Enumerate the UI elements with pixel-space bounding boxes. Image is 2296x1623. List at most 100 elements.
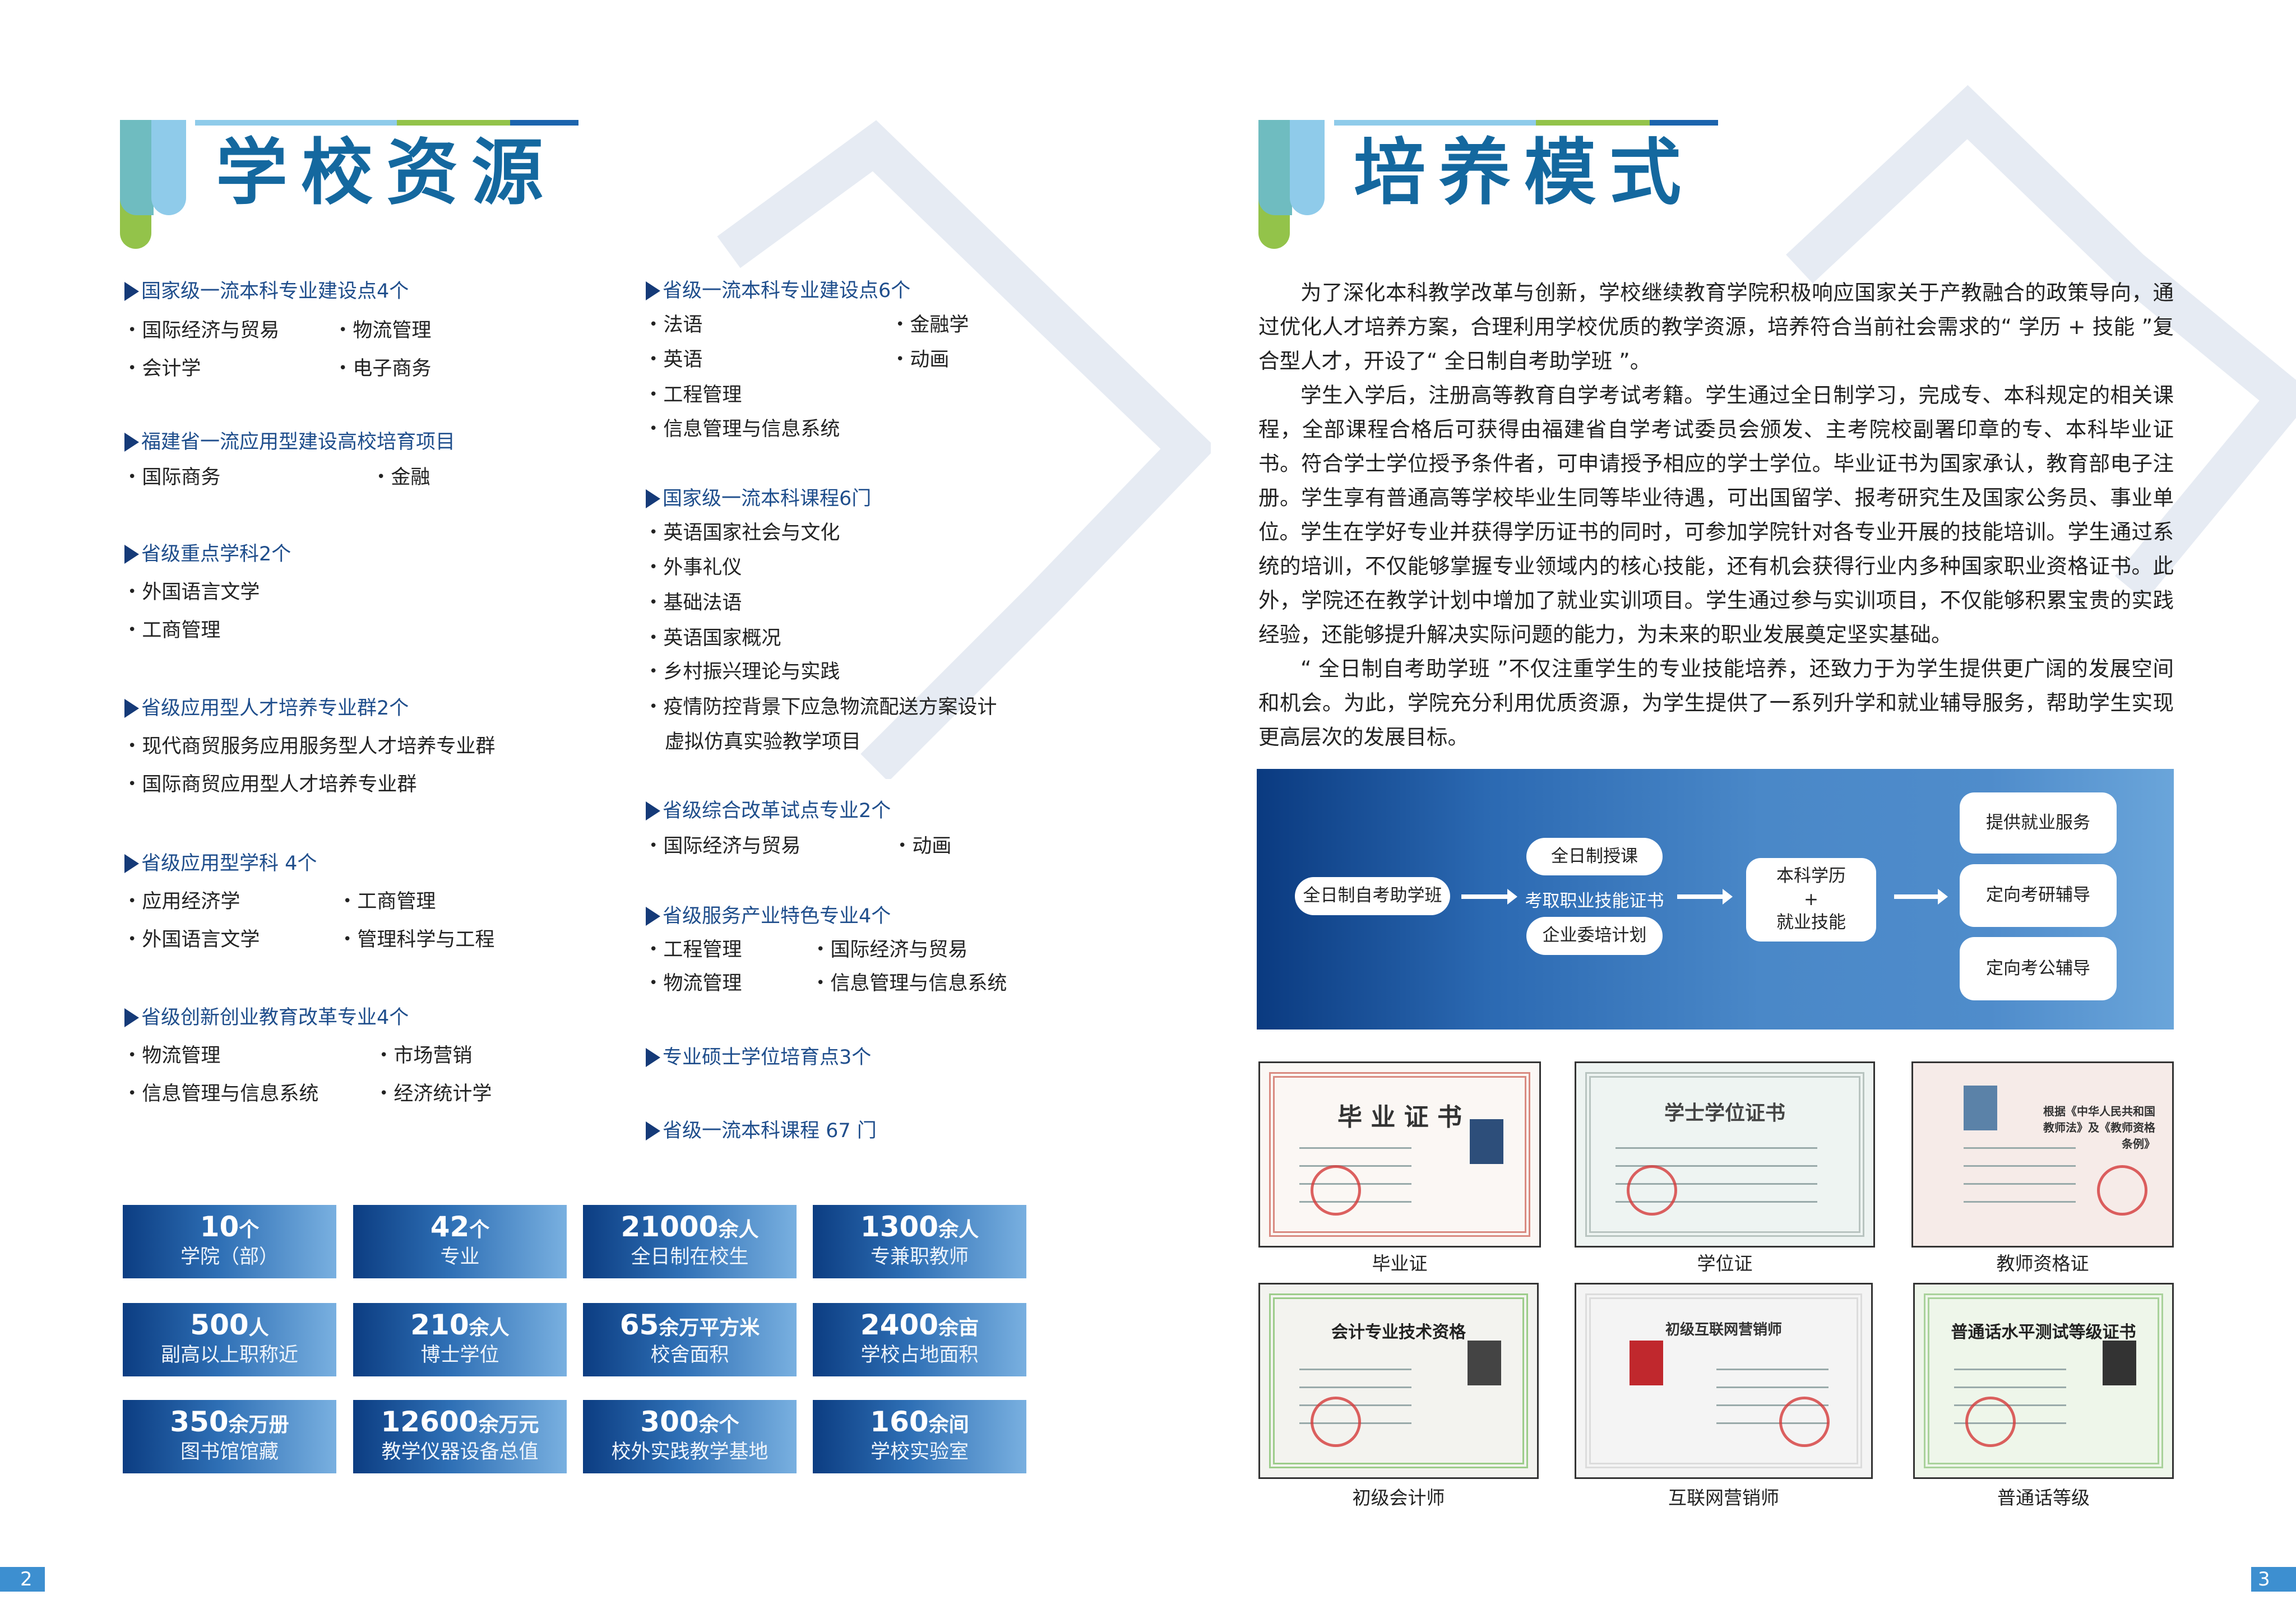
- header-accent-line: [1334, 120, 1718, 126]
- header-accent-bar: [1258, 120, 1325, 249]
- list-item: 管理科学与工程: [343, 930, 494, 950]
- stat-card: 300余个校外实践教学基地: [583, 1400, 797, 1473]
- photo-placeholder: [1470, 1119, 1503, 1164]
- stat-card: 12600余万元教学仪器设备总值: [353, 1400, 567, 1473]
- seal-icon: [1779, 1397, 1830, 1447]
- section-heading: 国家级一流本科专业建设点4个: [124, 282, 409, 302]
- result-degree: 本科学历: [1776, 865, 1846, 886]
- stat-value: 350余万册: [123, 1408, 336, 1436]
- stat-number: 21000: [621, 1211, 719, 1243]
- list-item: 物流管理: [649, 974, 742, 994]
- body-paragraph: 学生入学后，注册高等教育自学考试考籍。学生通过全日制学习，完成专、本科规定的相关…: [1258, 383, 2174, 544]
- certificate-text-line: [1615, 1147, 1817, 1149]
- flow-node-start: 全日制自考助学班: [1295, 877, 1450, 915]
- list-item: 动画: [898, 837, 951, 856]
- stat-number: 10: [200, 1211, 239, 1243]
- photo-placeholder: [1468, 1341, 1501, 1385]
- stat-card: 1300余人专兼职教师: [813, 1205, 1026, 1278]
- flow-node-fulltime: 全日制授课: [1526, 838, 1663, 875]
- arrow-icon: [1677, 889, 1733, 905]
- stat-unit: 余万册: [228, 1413, 289, 1436]
- list-item: 会计学: [128, 359, 201, 379]
- stat-number: 65: [619, 1309, 659, 1341]
- stat-number: 210: [410, 1309, 469, 1341]
- training-flow-diagram: 全日制自考助学班 全日制授课 考取职业技能证书 企业委培计划 本科学历 + 就业…: [1257, 769, 2174, 1030]
- list-item: 应用经济学: [128, 892, 240, 912]
- stat-number: 12600: [381, 1406, 479, 1438]
- list-item: 国际经济与贸易: [649, 837, 800, 856]
- list-item: 国际商务: [128, 468, 220, 488]
- stat-unit: 余人: [469, 1316, 510, 1339]
- list-item: 外国语言文学: [128, 930, 260, 950]
- certificate-title: 普通话水平测试等级证书: [1951, 1323, 2136, 1342]
- stat-card: 350余万册图书馆馆藏: [123, 1400, 336, 1473]
- result-plus: +: [1804, 889, 1818, 910]
- section-heading: 省级重点学科2个: [124, 545, 291, 564]
- list-item: 现代商贸服务应用服务型人才培养专业群: [128, 737, 495, 757]
- stat-number: 350: [170, 1406, 229, 1438]
- stat-card: 21000余人全日制在校生: [583, 1205, 797, 1278]
- header-accent-line: [195, 120, 578, 126]
- certificate-border: [1924, 1293, 2163, 1468]
- list-item: 工程管理: [649, 386, 742, 405]
- certificate-border: [1585, 1293, 1862, 1468]
- list-item: 物流管理: [339, 321, 431, 341]
- certificate-text-line: [1954, 1386, 2066, 1388]
- body-paragraph: “ 全日制自考助学班 ”不仅注重学生的专业技能培养，还致力于为学生提供更广阔的发…: [1258, 656, 2174, 749]
- list-item: 工商管理: [343, 892, 436, 912]
- certificate-text-line: [1615, 1201, 1817, 1203]
- list-item: 英语国家社会与文化: [649, 523, 840, 543]
- section-heading: 省级一流本科专业建设点6个: [646, 281, 910, 301]
- stat-value: 21000余人: [583, 1213, 797, 1241]
- section-heading: 专业硕士学位培育点3个: [646, 1048, 871, 1068]
- seal-icon: [1965, 1397, 2016, 1447]
- certificate-text-line: [1964, 1147, 2076, 1149]
- flow-outcome-postgraduate: 定向考研辅导: [1960, 864, 2117, 927]
- list-item: 信息管理与信息系统: [816, 974, 1007, 994]
- seal-icon: [2097, 1165, 2147, 1216]
- stat-unit: 余人: [718, 1218, 759, 1241]
- flow-outcome-employment: 提供就业服务: [1960, 792, 2117, 854]
- section-heading: 省级服务产业特色专业4个: [646, 907, 891, 926]
- list-item: 国际商贸应用型人才培养专业群: [128, 775, 416, 795]
- stat-label: 图书馆馆藏: [180, 1441, 279, 1463]
- list-item: 工程管理: [649, 940, 742, 960]
- section-heading: 省级创新创业教育改革专业4个: [124, 1008, 409, 1028]
- list-item-continuation: 虚拟仿真实验教学项目: [665, 731, 862, 753]
- list-item: 金融学: [896, 316, 969, 335]
- list-item: 外国语言文学: [128, 583, 260, 602]
- certificate-image: 会计专业技术资格: [1258, 1283, 1539, 1479]
- arrow-icon: [1894, 889, 1948, 905]
- flow-outcome-civil-service: 定向考公辅导: [1960, 937, 2117, 1000]
- certificate-border: [1269, 1293, 1528, 1468]
- certificate-border: [1269, 1072, 1530, 1237]
- section-heading: 福建省一流应用型建设高校培育项目: [124, 433, 455, 452]
- list-item: 基础法语: [649, 593, 742, 613]
- certificate-image: 毕 业 证 书: [1258, 1061, 1541, 1248]
- flow-node-result: 本科学历 + 就业技能: [1746, 858, 1876, 942]
- list-item: 工商管理: [128, 621, 220, 641]
- stat-unit: 余万元: [478, 1413, 539, 1436]
- certificate-label: 学位证: [1697, 1253, 1753, 1274]
- page-title: 学校资源: [216, 131, 557, 215]
- result-skill: 就业技能: [1776, 912, 1846, 933]
- photo-placeholder: [2103, 1341, 2136, 1385]
- certificate-text-line: [1716, 1422, 1829, 1424]
- seal-icon: [1627, 1165, 1677, 1216]
- photo-placeholder: [1630, 1341, 1663, 1385]
- certificate-label: 毕业证: [1372, 1253, 1428, 1274]
- decorative-chevron-right: [1786, 85, 2296, 601]
- stat-unit: 余个: [698, 1413, 739, 1436]
- stat-unit: 人: [248, 1316, 269, 1339]
- certificate-text-line: [1964, 1183, 2076, 1185]
- list-item: 外事礼仪: [649, 558, 742, 578]
- stat-unit: 个: [469, 1218, 490, 1241]
- certificate-text-line: [1954, 1369, 2066, 1370]
- list-item: 英语国家概况: [649, 629, 781, 648]
- page-number: 2: [0, 1567, 45, 1592]
- header-accent-bar: [120, 120, 186, 249]
- stat-label: 专业: [440, 1246, 480, 1268]
- list-item: 疫情防控背景下应急物流配送方案设计: [649, 698, 997, 717]
- stat-card: 10个学院（部）: [123, 1205, 336, 1278]
- list-item: 国际经济与贸易: [816, 940, 968, 960]
